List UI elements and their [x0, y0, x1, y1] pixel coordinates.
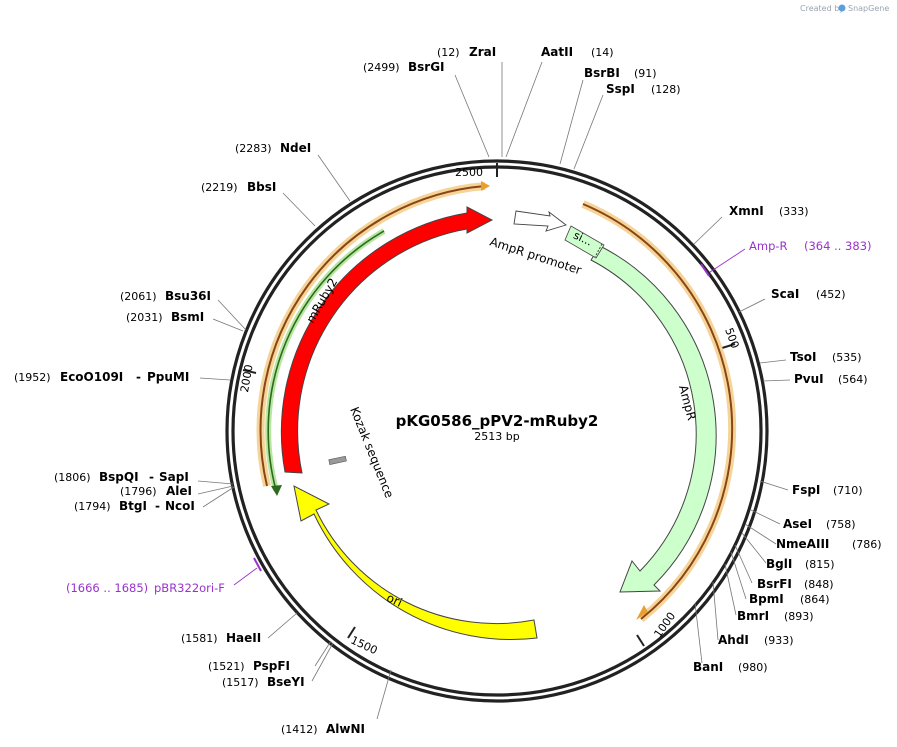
primer-name-pbr322ori-f[interactable]: pBR322ori-F — [154, 581, 225, 595]
credit-prefix: Created by — [800, 4, 844, 13]
snapgene-logo-icon — [838, 4, 846, 12]
primer-name-amp-r[interactable]: Amp-R — [749, 239, 788, 253]
site-scai[interactable]: ScaI — [771, 287, 799, 301]
site-pos-bsrbi: (91) — [634, 67, 657, 80]
primer-pos-pbr322ori-f: (1666 .. 1685) — [66, 581, 148, 595]
plasmid-size: 2513 bp — [474, 430, 519, 443]
site-aatii[interactable]: AatII — [541, 45, 573, 59]
site-bsmi[interactable]: BsmI — [171, 310, 204, 324]
site-pos-bbsi: (2219) — [201, 181, 238, 194]
site-ppumi[interactable]: PpuMI — [147, 370, 189, 384]
site-pos-bsmi: (2031) — [126, 311, 163, 324]
site-xmni[interactable]: XmnI — [729, 204, 764, 218]
green-strand-arrow-icon — [271, 485, 282, 496]
site-bani[interactable]: BanI — [693, 660, 723, 674]
site-bbsi[interactable]: BbsI — [247, 180, 276, 194]
site-ahdi[interactable]: AhdI — [718, 633, 749, 647]
strand-left-arrow-icon — [481, 181, 490, 191]
feature-signal-peptide[interactable] — [564, 225, 605, 259]
site-bpmi[interactable]: BpmI — [749, 592, 784, 606]
site-separator: - — [149, 470, 154, 484]
site-pos-sspi: (128) — [651, 83, 681, 96]
primer-leader-pbr322ori-f — [233, 567, 258, 586]
site-bsrbi[interactable]: BsrBI — [584, 66, 620, 80]
signal-peptide-divider — [594, 243, 603, 258]
primer-pos-amp-r: (364 .. 383) — [804, 239, 872, 253]
site-fspi[interactable]: FspI — [792, 483, 820, 497]
site-pos-bsu36i: (2061) — [120, 290, 157, 303]
primer-mark-pbr322ori-f — [253, 557, 262, 572]
site-nmeaiii[interactable]: NmeAIII — [776, 537, 829, 551]
site-pos-ahdi: (933) — [764, 634, 794, 647]
outer-strand-left — [256, 182, 486, 487]
site-ecoo109i[interactable]: EcoO109I — [60, 370, 123, 384]
site-pos-bseyi: (1517) — [222, 676, 259, 689]
site-bgli[interactable]: BglI — [766, 557, 792, 571]
plasmid-name: pKG0586_pPV2-mRuby2 — [396, 412, 599, 430]
site-ncoi[interactable]: NcoI — [165, 499, 195, 513]
site-sapi[interactable]: SapI — [159, 470, 189, 484]
tick-label-2000: 2000 — [238, 364, 256, 394]
site-bsrgi[interactable]: BsrGI — [408, 60, 445, 74]
site-separator: - — [136, 370, 141, 384]
site-ndei[interactable]: NdeI — [280, 141, 311, 155]
outer-strand-right — [581, 200, 737, 623]
site-pos-tsoi: (535) — [832, 351, 862, 364]
site-bmri[interactable]: BmrI — [737, 609, 769, 623]
site-pos-zrai: (12) — [437, 46, 460, 59]
site-haeii[interactable]: HaeII — [226, 631, 261, 645]
site-pos-bani: (980) — [738, 661, 768, 674]
site-alwni[interactable]: AlwNI — [326, 722, 365, 736]
site-alei[interactable]: AleI — [166, 484, 192, 498]
green-strand — [265, 228, 386, 491]
feature-kozak[interactable] — [328, 455, 347, 465]
site-separator: - — [155, 499, 160, 513]
site-pos-bmri: (893) — [784, 610, 814, 623]
site-asei[interactable]: AseI — [783, 517, 812, 531]
site-pos-bsrgi: (2499) — [363, 61, 400, 74]
site-pos-asei: (758) — [826, 518, 856, 531]
site-sspi[interactable]: SspI — [606, 82, 635, 96]
site-zrai[interactable]: ZraI — [469, 45, 496, 59]
site-pos-alwni: (1412) — [281, 723, 318, 736]
site-pos-bsrfi: (848) — [804, 578, 834, 591]
tick-label-2500: 2500 — [455, 166, 483, 179]
site-pos-alei: (1796) — [120, 485, 157, 498]
site-btgi[interactable]: BtgI — [119, 499, 147, 513]
site-pos-pspfi: (1521) — [208, 660, 245, 673]
site-tsoi[interactable]: TsoI — [790, 350, 816, 364]
site-pos-scai: (452) — [816, 288, 846, 301]
primer-mark-amp-r — [700, 263, 710, 277]
site-pos-ecoo109i: (1952) — [14, 371, 51, 384]
feature-label-ori: ori — [384, 591, 404, 610]
site-pos-bpmi: (864) — [800, 593, 830, 606]
site-pos-bspqi: (1806) — [54, 471, 91, 484]
strand-right-arrow-icon — [636, 605, 648, 620]
scale-ticks — [242, 163, 736, 647]
site-pspfi[interactable]: PspFI — [253, 659, 290, 673]
site-pos-ndei: (2283) — [235, 142, 272, 155]
feature-ampr-promoter[interactable] — [513, 210, 567, 232]
site-bseyi[interactable]: BseYI — [267, 675, 305, 689]
feature-ori[interactable] — [293, 485, 538, 640]
site-pos-haeii: (1581) — [181, 632, 218, 645]
site-pos-bgli: (815) — [805, 558, 835, 571]
site-bsrfi[interactable]: BsrFI — [757, 577, 792, 591]
site-bsu36i[interactable]: Bsu36I — [165, 289, 211, 303]
feature-label-kozak: Kozak sequence — [347, 405, 396, 500]
site-pos-fspi: (710) — [833, 484, 863, 497]
site-pvui[interactable]: PvuI — [794, 372, 824, 386]
feature-mruby2[interactable] — [280, 206, 494, 474]
site-pos-aatii: (14) — [591, 46, 614, 59]
site-pos-nmeaiii: (786) — [852, 538, 882, 551]
site-pos-pvui: (564) — [838, 373, 868, 386]
site-pos-btgi: (1794) — [74, 500, 111, 513]
site-bspqi[interactable]: BspQI — [99, 470, 139, 484]
primer-leader-amp-r — [709, 248, 746, 273]
credit-brand: SnapGene — [848, 4, 889, 13]
site-pos-xmni: (333) — [779, 205, 809, 218]
feature-ampr[interactable] — [590, 245, 717, 593]
site-leader-lines — [197, 61, 791, 720]
